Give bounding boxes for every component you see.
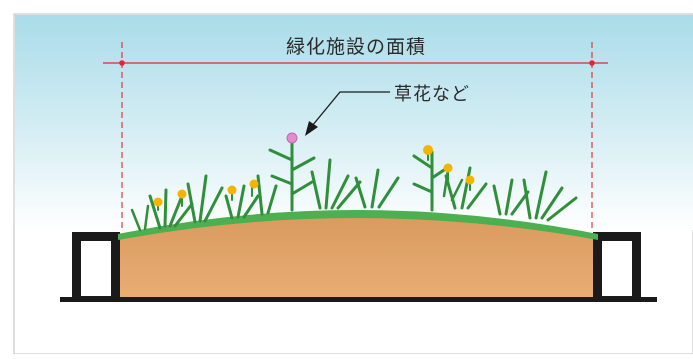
ground-line [60,297,657,302]
flowers [153,132,475,207]
yellow-flower [465,175,475,185]
leader-arrowhead [305,121,318,136]
soil-mound [120,214,593,297]
sky-background [15,15,693,230]
plants-leader [305,91,390,136]
yellow-flower [153,197,163,207]
area-dimension [103,42,608,232]
yellow-flower [423,145,433,155]
yellow-flower [227,185,237,195]
plants-label: 草花など [394,84,470,105]
yellow-flower [249,179,259,189]
left-wall-inner [81,241,111,296]
right-wall-inner [602,241,632,296]
plants [130,140,578,232]
yellow-flower [443,163,453,173]
pink-flower [286,132,298,144]
leader-line [311,91,390,127]
area-label: 緑化施設の面積 [285,36,426,58]
yellow-flower [177,189,187,199]
